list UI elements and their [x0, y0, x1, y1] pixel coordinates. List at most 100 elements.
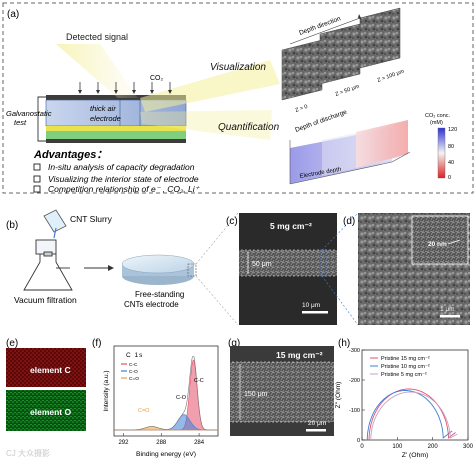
- panel-h-tag: (h): [338, 338, 350, 349]
- xps-legend-co: C-O: [129, 369, 138, 375]
- colorbar-title-2: (mM): [430, 120, 443, 126]
- eis-marks: [366, 388, 458, 441]
- vacuum-filtration-label: Vacuum filtration: [14, 295, 77, 305]
- eds-label-carbon: element C: [30, 365, 71, 375]
- eis-series-1: [368, 388, 456, 440]
- xps-tick-label: 292: [118, 440, 129, 446]
- sem-slices: [281, 7, 401, 101]
- eis-legend: Pristine 15 mg cm⁻² Pristine 10 mg cm⁻² …: [370, 356, 430, 378]
- co2-label: CO₂: [150, 75, 164, 82]
- xps-tick-label: 288: [156, 440, 167, 446]
- eis-x-tick-label: 300: [463, 444, 474, 450]
- xps-legend-cdo: C=O: [129, 376, 139, 382]
- xps-chart: C 1s C-C C-O C=O C-C C-O C=O Intensity (…: [103, 345, 219, 458]
- z0-label: Z = 0: [295, 104, 309, 114]
- panel-g-scale: 20 μm: [308, 420, 326, 427]
- advantage-item-3: Competition relationship of e⁻ , CO₂, Li…: [48, 184, 201, 194]
- quantification-plot: [289, 120, 411, 185]
- eis-series-2: [366, 390, 453, 440]
- advantage-item-1: In-situ analysis of capacity degradation: [48, 162, 195, 172]
- checkbox-3: [33, 185, 41, 193]
- panel-c-scalebar: [302, 311, 328, 314]
- xps-peak-cdo-label: C=O: [138, 408, 150, 414]
- eis-legend-15: Pristine 15 mg cm⁻²: [381, 356, 430, 362]
- eis-series-3: [370, 391, 458, 441]
- advantage-item-2: Visualizing the interior state of electr…: [48, 174, 199, 184]
- cnt-slurry-label: CNT Slurry: [70, 214, 113, 224]
- panel-f-tag: (f): [92, 338, 101, 349]
- z50-label: Z = 50 μm: [335, 84, 361, 98]
- eis-legend-5: Pristine 5 mg cm⁻²: [381, 372, 427, 378]
- eis-y-tick-label: 0: [357, 438, 360, 444]
- colorbar-tick-120: 120: [448, 127, 457, 133]
- visualization-title: Visualization: [210, 62, 266, 73]
- quantification-title: Quantification: [218, 122, 280, 133]
- panel-c-tag: (c): [226, 216, 238, 227]
- panel-a-frame: [2, 2, 474, 194]
- xps-peak-co-label: C-O: [176, 395, 187, 401]
- process-arrow: [84, 265, 114, 271]
- vacuum-flask: [23, 239, 73, 291]
- xps-legend-cc: C-C: [129, 362, 138, 368]
- colorbar-tick-0: 0: [448, 175, 451, 181]
- detected-signal-label: Detected signal: [66, 32, 128, 42]
- panel-d-scale: 1 μm: [440, 306, 455, 313]
- watermark: CJ 大众摄影: [6, 448, 50, 458]
- zoom-box: [187, 263, 197, 277]
- colorbar-title-1: CO₂ conc.: [425, 113, 451, 119]
- panel-g-tag: (g): [228, 338, 240, 349]
- panel-c-thickness: 50 μm: [252, 261, 272, 268]
- eis-y-tick-label: -200: [349, 378, 360, 384]
- sem-inset-d: [411, 215, 469, 265]
- xps-title: C 1s: [126, 352, 143, 359]
- advantages-list: In-situ analysis of capacity degradation…: [33, 162, 201, 194]
- circuit-wire: [37, 96, 46, 142]
- free-standing-label-2: CNTs electrode: [124, 300, 179, 309]
- checkbox-1: [33, 163, 41, 171]
- advantages-title: Advantages：: [33, 149, 107, 161]
- eis-ylabel: Z'' (Ohm): [335, 382, 342, 409]
- eds-label-oxygen: element O: [30, 407, 71, 417]
- panel-g-loading: 15 mg cm⁻²: [276, 350, 323, 360]
- z100-label: Z = 100 μm: [377, 68, 406, 83]
- panel-g-thickness: 150 μm: [244, 391, 268, 398]
- galvanostatic-label-1: Galvanostatic: [6, 109, 52, 118]
- eis-y-tick-label: -100: [349, 408, 360, 414]
- panel-d-scalebar: [440, 315, 460, 318]
- electrode-disk: [121, 254, 195, 285]
- xps-x-ticks: 292 288 284: [118, 433, 205, 446]
- depth-of-discharge-label: Depth of discharge: [294, 109, 348, 134]
- colorbar-tick-40: 40: [448, 160, 454, 166]
- xps-legend: C-C C-O C=O: [121, 362, 139, 382]
- panel-g-scalebar: [306, 429, 326, 432]
- xps-tick-label: 284: [194, 440, 205, 446]
- panel-e-tag: (e): [6, 338, 18, 349]
- panel-b-tag: (b): [6, 220, 18, 231]
- panel-d-inset-scale: 20 nm: [428, 241, 447, 248]
- xps-xlabel: Binding energy (eV): [136, 451, 196, 458]
- xps-peak-cc-label: C-C: [194, 378, 204, 384]
- colorbar: [437, 127, 446, 179]
- electrode-label-2: electrode: [90, 114, 121, 123]
- checkbox-2: [33, 175, 41, 183]
- eis-x-tick-label: 100: [392, 444, 403, 450]
- eis-legend-10: Pristine 10 mg cm⁻²: [381, 364, 430, 370]
- detected-signal-beam: [56, 44, 138, 98]
- electrode-label-1: thick air: [90, 104, 116, 113]
- xps-ylabel: Intensity (a.u.): [103, 370, 110, 411]
- eis-x-tick-label: 200: [428, 444, 439, 450]
- eis-plot-frame: [361, 349, 469, 441]
- eds-map-carbon: [6, 348, 86, 387]
- visualization-beam: [140, 60, 280, 112]
- colorbar-tick-80: 80: [448, 144, 454, 150]
- xps-envelope: [114, 356, 218, 431]
- panel-c-loading: 5 mg cm⁻²: [270, 221, 312, 231]
- quantification-beam: [140, 110, 272, 140]
- eis-xlabel: Z' (Ohm): [402, 452, 429, 459]
- eis-y-tick-label: -300: [349, 348, 360, 354]
- panel-a-tag: (a): [7, 9, 19, 20]
- xps-plot-frame: [113, 345, 219, 437]
